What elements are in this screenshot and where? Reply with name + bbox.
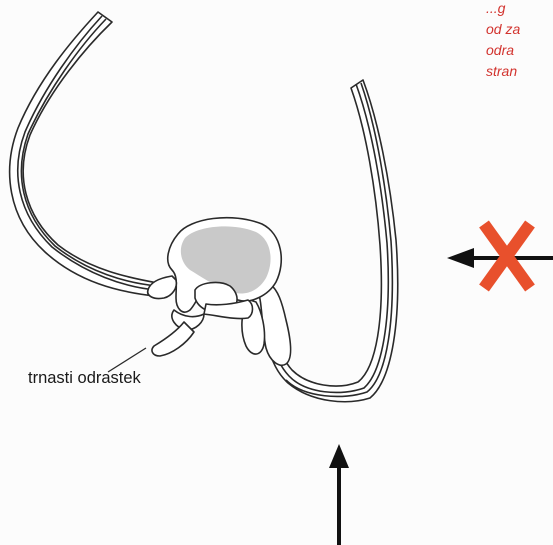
caption-line-4: stran <box>486 61 553 82</box>
caption-line-2: od za <box>486 19 553 40</box>
caption-line-1: ...g <box>486 0 553 19</box>
spinous-process-label: trnasti odrastek <box>28 369 141 388</box>
arrow-up-icon <box>329 444 349 545</box>
caption-line-3: odra <box>486 40 553 61</box>
left-rib <box>10 12 158 296</box>
caption-text: ...g od za odra stran <box>486 0 553 82</box>
